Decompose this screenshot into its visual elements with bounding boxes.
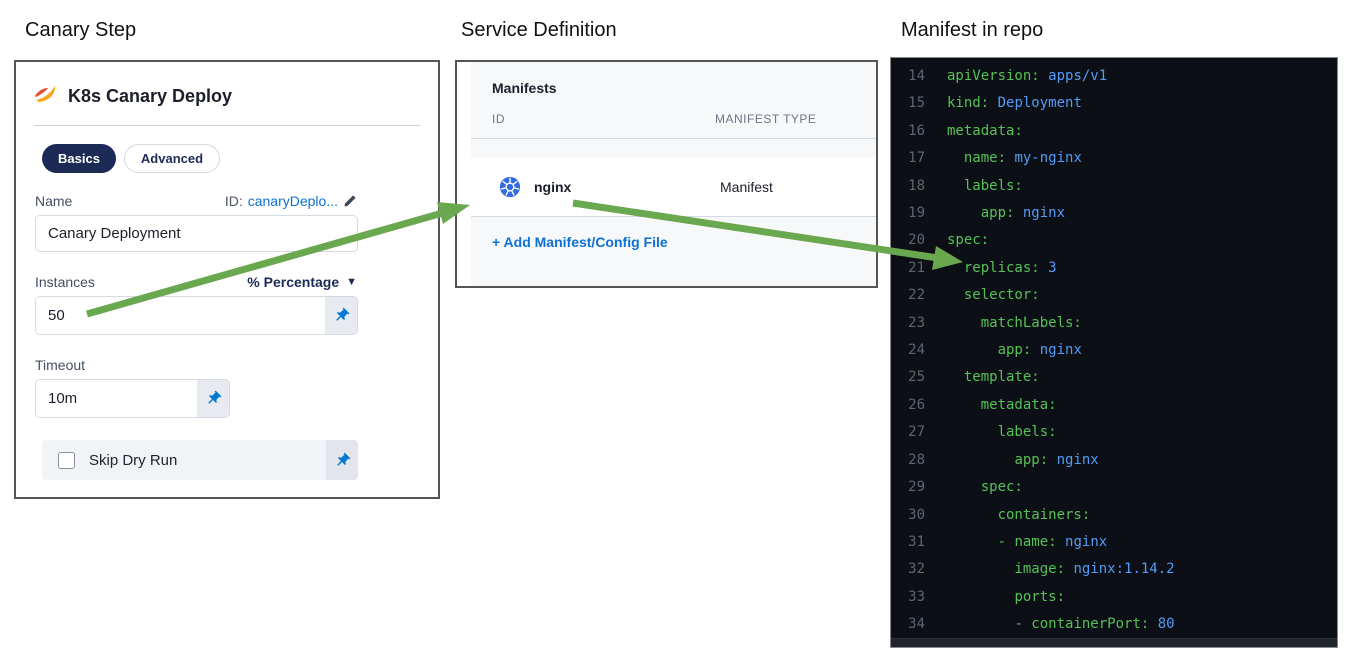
step-title: K8s Canary Deploy: [68, 86, 233, 106]
code-line: 30 containers:: [908, 506, 1091, 523]
chevron-down-icon: ▼: [346, 276, 357, 288]
code-line: 18 labels:: [908, 177, 1023, 194]
canary-icon: [34, 84, 58, 109]
pin-icon: [207, 390, 221, 404]
column-header-manifest-type: MANIFEST TYPE: [715, 112, 817, 126]
skip-dry-run-row: Skip Dry Run: [42, 440, 358, 480]
code-line: 31 - name: nginx: [908, 533, 1108, 550]
code-line: 33 ports:: [908, 588, 1066, 605]
divider: [34, 125, 420, 126]
code-line: 24 app: nginx: [908, 342, 1082, 359]
timeout-field-group: [35, 379, 230, 418]
code-line: 22 selector:: [908, 287, 1040, 304]
code-line: 25 template:: [908, 369, 1040, 386]
pencil-icon[interactable]: [343, 194, 357, 208]
pin-icon: [335, 307, 349, 321]
code-line: 21 replicas: 3: [908, 259, 1057, 276]
canary-step-panel: K8s Canary Deploy Basics Advanced Name I…: [14, 60, 440, 499]
pin-icon: [336, 452, 350, 465]
skip-dry-run-checkbox[interactable]: [58, 451, 75, 469]
manifest-in-repo-title: Manifest in repo: [901, 19, 1044, 41]
code-line: 34 - containerPort: 80: [908, 616, 1175, 633]
instances-field-group: [35, 296, 358, 335]
add-manifest-link[interactable]: + Add Manifest/Config File: [492, 234, 668, 250]
tab-basics[interactable]: Basics: [42, 144, 116, 173]
code-line: 29 spec:: [908, 479, 1023, 496]
code-panel-footer: [891, 638, 1337, 647]
manifests-section: Manifests ID MANIFEST TYPE: [471, 62, 876, 286]
instances-input[interactable]: [36, 297, 325, 334]
code-line: 26 metadata:: [908, 396, 1057, 413]
code-line: 19 app: nginx: [908, 205, 1066, 222]
id-link[interactable]: canaryDeplo...: [247, 193, 338, 209]
timeout-input[interactable]: [36, 380, 197, 417]
name-label: Name: [35, 193, 73, 209]
manifests-heading: Manifests: [492, 80, 557, 96]
code-line: 32 image: nginx:1.14.2: [908, 561, 1175, 578]
canary-step-title: Canary Step: [25, 19, 137, 41]
manifest-table-row[interactable]: nginx Manifest: [471, 157, 876, 217]
code-line: 27 labels:: [908, 424, 1057, 441]
skip-dry-run-label: Skip Dry Run: [89, 451, 178, 469]
timeout-label: Timeout: [35, 357, 86, 373]
id-prefix: ID:: [224, 193, 243, 209]
instances-label: Instances: [35, 274, 95, 290]
code-line: 17 name: my-nginx: [908, 150, 1082, 167]
code-line: 28 app: nginx: [908, 451, 1099, 468]
pin-button[interactable]: [197, 380, 229, 417]
service-definition-title: Service Definition: [461, 19, 617, 41]
unit-selector[interactable]: % Percentage ▼: [247, 274, 357, 290]
manifest-id-cell[interactable]: nginx: [534, 178, 572, 195]
pin-button[interactable]: [326, 440, 358, 480]
manifest-type-cell: Manifest: [720, 178, 773, 195]
column-header-id: ID: [492, 112, 505, 126]
divider: [471, 138, 876, 139]
name-input[interactable]: [35, 215, 358, 252]
pin-button[interactable]: [325, 297, 357, 334]
code-line: 23 matchLabels:: [908, 314, 1082, 331]
tab-advanced[interactable]: Advanced: [123, 144, 221, 173]
service-definition-panel: Manifests ID MANIFEST TYPE: [455, 60, 878, 288]
kubernetes-icon: [499, 176, 521, 197]
